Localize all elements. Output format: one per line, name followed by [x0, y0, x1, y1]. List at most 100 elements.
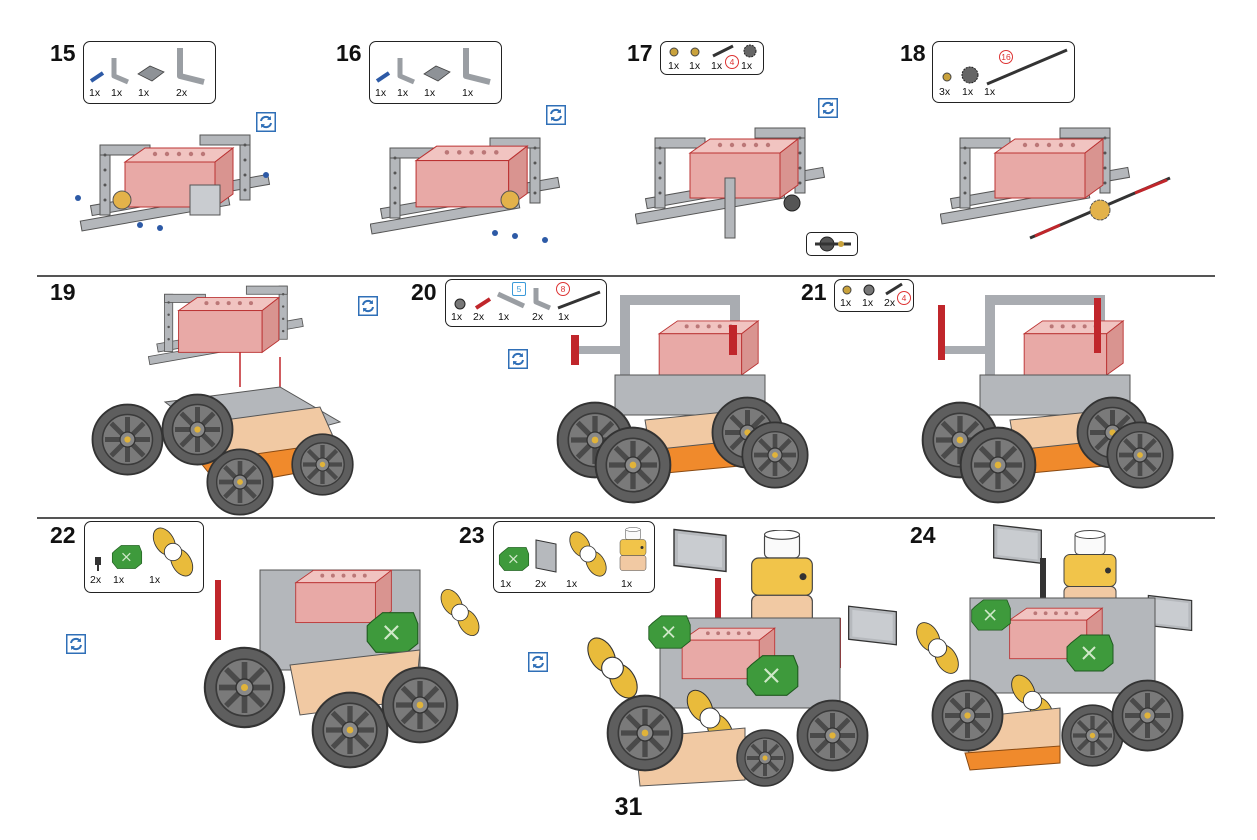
assembly-model-step-20 — [555, 295, 815, 515]
part-qty: 1x — [741, 60, 753, 72]
plate-icon — [137, 65, 165, 82]
part-qty: 1x — [138, 87, 150, 99]
bushing-icon — [842, 285, 852, 295]
axle-icon — [557, 290, 601, 310]
page-number: 31 — [614, 793, 643, 821]
parts-callout: 1x 1x 4 1x 1x — [660, 41, 764, 75]
part-qty: 2x — [532, 311, 544, 323]
propeller-icon — [147, 526, 199, 578]
axle-length-badge: 16 — [999, 50, 1013, 64]
step-number: 20 — [411, 279, 437, 305]
step-number: 23 — [459, 522, 485, 548]
rotate-view-icon — [256, 112, 276, 132]
part-qty: 1x — [375, 87, 387, 99]
axle-length-badge: 4 — [725, 55, 739, 69]
assembly-model-step-24 — [911, 524, 1193, 771]
assembly-model-step-18 — [940, 127, 1171, 240]
axle-joint-icon — [95, 557, 101, 571]
plate-icon — [423, 65, 451, 82]
part-qty: 1x — [424, 87, 436, 99]
parts-callout: 3x 1x 16 1x — [932, 41, 1075, 103]
part-qty: 1x — [451, 311, 463, 323]
assembly-model-step-23 — [581, 528, 898, 788]
bushing-icon — [669, 47, 679, 57]
part-qty: 1x — [89, 87, 101, 99]
assembly-model-step-15 — [75, 134, 271, 232]
part-qty: 1x — [111, 87, 123, 99]
step-number: 16 — [336, 40, 362, 66]
rotate-view-icon — [528, 652, 548, 672]
step-number: 22 — [50, 522, 76, 548]
small-gear-icon — [454, 298, 466, 310]
part-qty: 1x — [621, 578, 633, 590]
step-number: 15 — [50, 40, 76, 66]
l-beam-icon — [177, 48, 205, 85]
part-qty: 1x — [840, 297, 852, 309]
part-qty: 1x — [498, 311, 510, 323]
part-qty: 1x — [711, 60, 723, 72]
axle-icon — [712, 44, 734, 58]
step-number: 21 — [801, 279, 827, 305]
part-qty: 2x — [473, 311, 485, 323]
part-qty: 1x — [668, 60, 680, 72]
assembly-model-step-19 — [90, 285, 365, 520]
angle-beam-icon — [111, 58, 129, 85]
parts-callout: 2x 1x 1x — [84, 521, 204, 593]
part-qty: 2x — [176, 87, 188, 99]
row-divider — [37, 275, 1215, 277]
motor-module-icon — [498, 546, 530, 572]
pin-icon — [89, 71, 105, 83]
small-gear-icon — [863, 284, 875, 296]
part-qty: 1x — [558, 311, 570, 323]
part-qty: 3x — [939, 86, 951, 98]
rotate-view-icon — [818, 98, 838, 118]
assembly-model-step-16 — [370, 137, 561, 243]
step-number: 17 — [627, 40, 653, 66]
parts-callout: 1x 1x 1x 1x — [369, 41, 502, 104]
panel-icon — [535, 539, 557, 573]
axle-length-badge: 4 — [897, 291, 911, 305]
part-qty: 1x — [566, 578, 578, 590]
part-qty: 1x — [113, 574, 125, 586]
part-qty: 1x — [689, 60, 701, 72]
part-qty: 1x — [962, 86, 974, 98]
part-qty: 1x — [984, 86, 996, 98]
row-divider — [37, 517, 1215, 519]
parts-callout: 1x 2x 1x 1x — [493, 521, 655, 593]
assembly-model-step-22 — [200, 569, 485, 785]
angle-beam-icon — [533, 288, 551, 311]
rotate-view-icon — [546, 105, 566, 125]
gear-icon — [961, 66, 979, 84]
parts-callout: 1x 1x 1x 2x — [83, 41, 216, 104]
rotate-view-icon — [508, 349, 528, 369]
parts-callout: 1x 1x 4 2x — [834, 279, 914, 312]
motor-module-icon — [111, 544, 143, 570]
part-qty: 1x — [862, 297, 874, 309]
red-pin-icon — [474, 297, 492, 310]
bushing-icon — [690, 47, 700, 57]
gear-icon — [743, 44, 757, 58]
part-qty: 1x — [500, 578, 512, 590]
step-number: 24 — [910, 522, 936, 548]
bushing-icon — [942, 72, 952, 82]
assembly-model-step-21 — [920, 295, 1180, 515]
step-number: 19 — [50, 279, 76, 305]
assembly-model-step-17 — [635, 127, 826, 239]
part-qty: 1x — [462, 87, 474, 99]
parts-callout: 1x 2x 5 1x 2x 8 1x — [445, 279, 607, 327]
part-qty: 2x — [90, 574, 102, 586]
beam-icon — [496, 291, 526, 309]
rotate-view-icon — [66, 634, 86, 654]
l-beam-icon — [463, 48, 491, 85]
part-qty: 2x — [884, 297, 896, 309]
pin-icon — [375, 71, 391, 83]
axle-icon — [986, 48, 1068, 86]
beam-length-badge: 5 — [512, 282, 526, 296]
part-qty: 1x — [397, 87, 409, 99]
angle-beam-icon — [397, 58, 415, 85]
step-number: 18 — [900, 40, 926, 66]
part-qty: 1x — [149, 574, 161, 586]
part-qty: 2x — [535, 578, 547, 590]
axle-length-badge: 8 — [556, 282, 570, 296]
axle-icon — [885, 282, 903, 296]
